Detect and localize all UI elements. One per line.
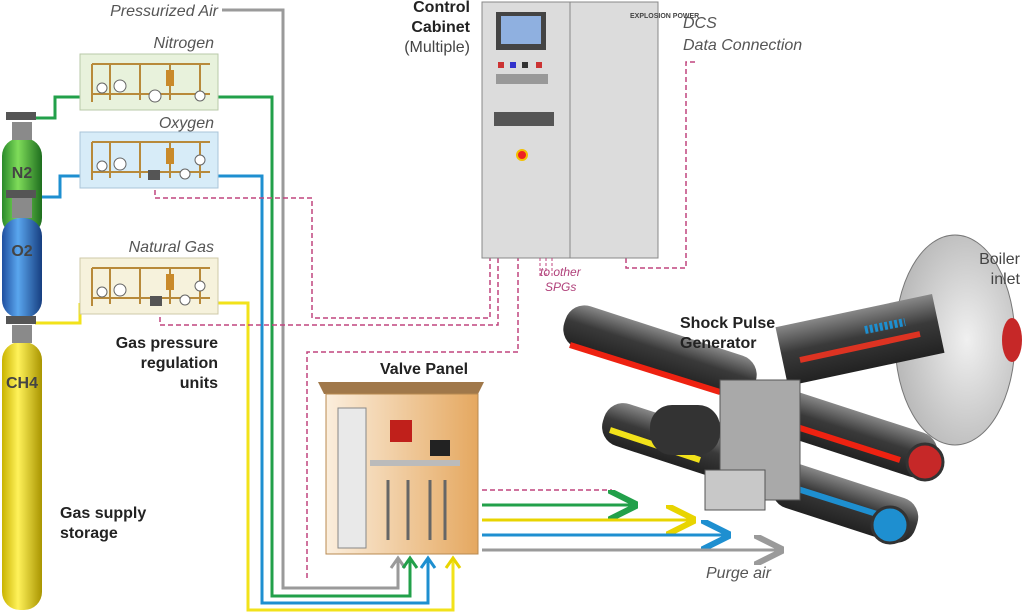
o2-cylinder: O2 xyxy=(2,190,42,318)
o2-label: O2 xyxy=(11,243,32,260)
to-other-label-1: to other xyxy=(540,265,582,279)
natural-gas-regulation-unit xyxy=(79,257,219,315)
text-labels: Pressurized Air Nitrogen Oxygen Natural … xyxy=(60,0,1021,582)
oxygen-label: Oxygen xyxy=(159,115,214,132)
purge-air-label: Purge air xyxy=(706,565,772,582)
pressurized-air-label: Pressurized Air xyxy=(110,3,219,20)
oxygen-line xyxy=(218,174,430,605)
oxygen-regulation-unit xyxy=(79,131,219,189)
spg-label-2: Generator xyxy=(680,335,756,352)
storage-label-2: storage xyxy=(60,525,118,542)
control-cabinet-label-1: Control xyxy=(413,0,470,16)
dcs-label-2: Data Connection xyxy=(683,37,802,54)
control-cabinet-label-2: Cabinet xyxy=(411,19,470,36)
natural-gas-supply-line xyxy=(35,303,82,325)
pipe-routes xyxy=(35,8,462,612)
valve-panel xyxy=(318,382,484,555)
nitrogen-label: Nitrogen xyxy=(154,35,215,52)
nitrogen-supply-line xyxy=(35,95,80,120)
dcs-label-1: DCS xyxy=(683,15,717,32)
ch4-label: CH4 xyxy=(6,375,38,392)
regulation-label-2: regulation xyxy=(141,355,218,372)
spg-label-1: Shock Pulse xyxy=(680,315,775,332)
oxygen-supply-line xyxy=(35,174,80,199)
control-cabinet: EXPLOSION POWER xyxy=(481,1,699,276)
natural-gas-label: Natural Gas xyxy=(129,239,214,256)
boiler-label-2: inlet xyxy=(991,271,1021,288)
outlet-arrows xyxy=(482,505,778,550)
storage-label-1: Gas supply xyxy=(60,505,146,522)
cabinet-buttons xyxy=(494,62,554,161)
air-line xyxy=(222,8,400,590)
valve-panel-label: Valve Panel xyxy=(380,361,468,378)
shock-pulse-generator xyxy=(563,234,1022,545)
natural-gas-line xyxy=(218,301,455,612)
ch4-cylinder: CH4 xyxy=(2,316,42,610)
nitrogen-line xyxy=(218,95,412,598)
nitrogen-regulation-unit xyxy=(79,53,219,111)
boiler-label-1: Boiler xyxy=(979,251,1021,268)
regulation-label-3: units xyxy=(180,375,218,392)
cabinet-logo: EXPLOSION POWER xyxy=(630,13,699,20)
gas-cylinders: N2 O2 CH4 xyxy=(2,112,42,610)
signal-lines xyxy=(154,61,696,578)
regulation-label-1: Gas pressure xyxy=(116,335,218,352)
to-other-label-2: SPGs xyxy=(545,280,576,294)
control-cabinet-label-3: (Multiple) xyxy=(404,39,470,56)
n2-label: N2 xyxy=(12,165,33,182)
